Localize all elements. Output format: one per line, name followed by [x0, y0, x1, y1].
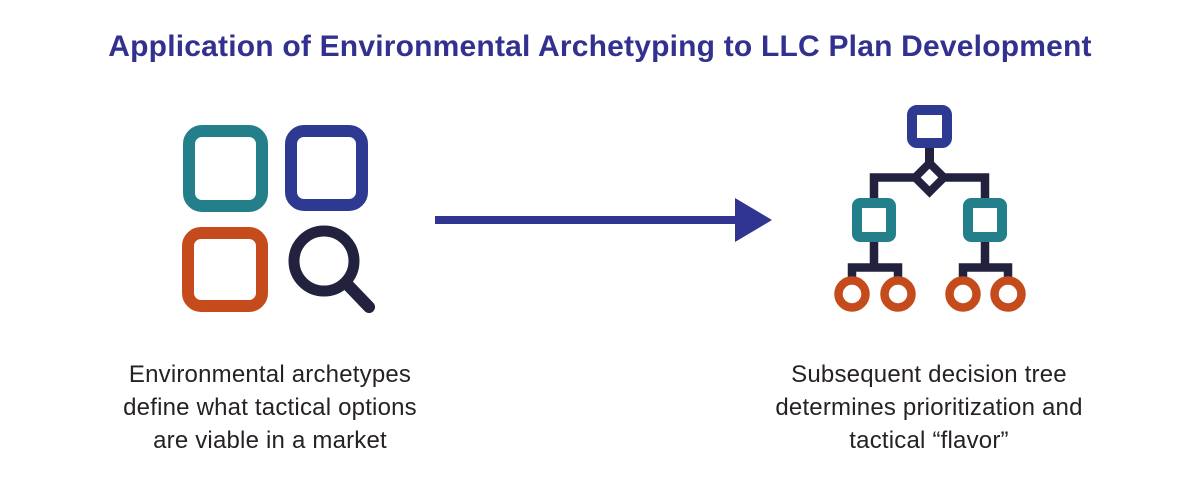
page-title: Application of Environmental Archetyping… [108, 30, 1092, 63]
leaf-node-circle-2 [880, 276, 916, 312]
left-branch-connector [847, 238, 903, 281]
teal-square-icon [183, 125, 268, 212]
magnifier-icon [288, 225, 375, 313]
orange-square-icon [182, 227, 268, 312]
branch-node-square-left [852, 198, 896, 242]
arrow-shaft [435, 216, 743, 224]
right-branch-connector [958, 238, 1013, 281]
root-node-square [907, 105, 952, 148]
magnifier-lens [288, 225, 360, 297]
right-caption: Subsequent decision tree determines prio… [729, 358, 1129, 457]
left-caption: Environmental archetypes define what tac… [70, 358, 470, 457]
left-caption-line-2: define what tactical options [123, 394, 417, 421]
leaf-node-circle-3 [945, 276, 981, 312]
arrow-head [735, 198, 772, 242]
decision-diamond-icon [909, 157, 950, 198]
right-caption-line-2: determines prioritization and [775, 394, 1083, 421]
right-arrow-icon [435, 198, 772, 242]
archetypes-grid-magnifier-icon [182, 125, 375, 313]
magnifier-handle [340, 277, 375, 313]
blue-square-icon [285, 125, 368, 211]
branch-node-square-right [963, 198, 1007, 242]
decision-tree-icon [834, 105, 1026, 312]
leaf-node-circle-4 [990, 276, 1026, 312]
leaf-node-circle-1 [834, 276, 870, 312]
right-caption-line-1: Subsequent decision tree [791, 361, 1067, 388]
right-caption-line-3: tactical “flavor” [849, 427, 1009, 454]
left-caption-line-3: are viable in a market [153, 427, 387, 454]
left-caption-line-1: Environmental archetypes [128, 361, 412, 388]
